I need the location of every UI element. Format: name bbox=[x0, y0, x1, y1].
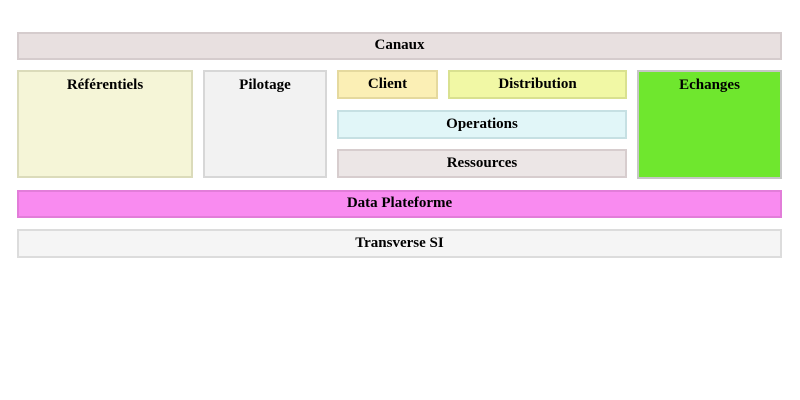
block-canaux[interactable]: Canaux bbox=[17, 32, 782, 60]
block-ressources[interactable]: Ressources bbox=[337, 149, 627, 178]
block-pilotage-label: Pilotage bbox=[239, 77, 291, 93]
block-client-label: Client bbox=[367, 75, 408, 92]
block-data-plateforme[interactable]: Data Plateforme bbox=[17, 190, 782, 218]
block-pilotage[interactable]: Pilotage bbox=[203, 70, 327, 178]
block-distribution[interactable]: Distribution bbox=[448, 70, 627, 99]
block-echanges-label: Echanges bbox=[679, 77, 740, 93]
block-echanges[interactable]: Echanges bbox=[637, 70, 782, 179]
block-transverse-si[interactable]: Transverse SI bbox=[17, 229, 782, 258]
block-referentiels-label: Référentiels bbox=[66, 77, 144, 93]
block-data-plateforme-label: Data Plateforme bbox=[346, 195, 453, 212]
block-referentiels[interactable]: Référentiels bbox=[17, 70, 193, 178]
block-client[interactable]: Client bbox=[337, 70, 438, 99]
block-operations[interactable]: Operations bbox=[337, 110, 627, 139]
block-distribution-label: Distribution bbox=[498, 75, 577, 92]
block-canaux-label: Canaux bbox=[374, 37, 425, 54]
block-operations-label: Operations bbox=[446, 115, 518, 132]
block-transverse-si-label: Transverse SI bbox=[355, 234, 444, 251]
block-ressources-label: Ressources bbox=[446, 154, 518, 171]
